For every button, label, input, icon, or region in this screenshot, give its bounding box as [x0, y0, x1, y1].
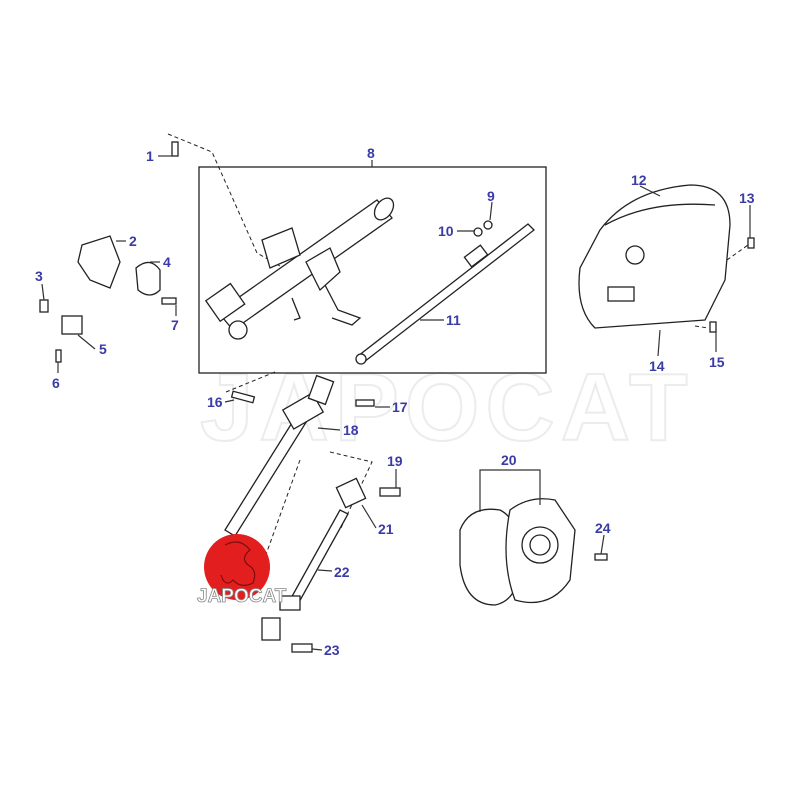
part-label-12[interactable]: 12 — [631, 172, 647, 188]
watermark: JAPOCAT — [200, 354, 694, 461]
dust-boot — [459, 469, 608, 606]
part-label-15[interactable]: 15 — [709, 354, 725, 370]
steering-main-shaft — [355, 223, 535, 365]
part-label-4[interactable]: 4 — [163, 254, 171, 270]
left-parts — [39, 141, 179, 363]
part-label-5[interactable]: 5 — [99, 341, 107, 357]
part-labels: 1 2 3 4 5 6 7 8 9 10 11 12 13 14 15 16 1… — [35, 145, 755, 658]
japocat-logo: JAPOCAT — [197, 534, 287, 607]
logo-text: JAPOCAT — [197, 586, 287, 607]
part-label-6[interactable]: 6 — [52, 375, 60, 391]
lower-shaft — [261, 477, 401, 653]
part-label-19[interactable]: 19 — [387, 453, 403, 469]
part-label-14[interactable]: 14 — [649, 358, 665, 374]
part-label-8[interactable]: 8 — [367, 145, 375, 161]
part-label-22[interactable]: 22 — [334, 564, 350, 580]
part-label-20[interactable]: 20 — [501, 452, 517, 468]
part-label-9[interactable]: 9 — [487, 188, 495, 204]
column-cover — [578, 184, 755, 333]
part-label-23[interactable]: 23 — [324, 642, 340, 658]
leader-lines — [41, 155, 751, 651]
part-label-24[interactable]: 24 — [595, 520, 611, 536]
steering-column-tube — [204, 197, 395, 340]
part-label-21[interactable]: 21 — [378, 521, 394, 537]
part-label-10[interactable]: 10 — [438, 223, 454, 239]
part-label-16[interactable]: 16 — [207, 394, 223, 410]
intermediate-shaft — [224, 374, 375, 537]
part-label-18[interactable]: 18 — [343, 422, 359, 438]
part-label-2[interactable]: 2 — [129, 233, 137, 249]
part-label-11[interactable]: 11 — [446, 312, 461, 328]
part-label-3[interactable]: 3 — [35, 268, 43, 284]
part-label-7[interactable]: 7 — [171, 317, 179, 333]
part-label-13[interactable]: 13 — [739, 190, 755, 206]
part-label-1[interactable]: 1 — [146, 148, 154, 164]
part-label-17[interactable]: 17 — [392, 399, 408, 415]
